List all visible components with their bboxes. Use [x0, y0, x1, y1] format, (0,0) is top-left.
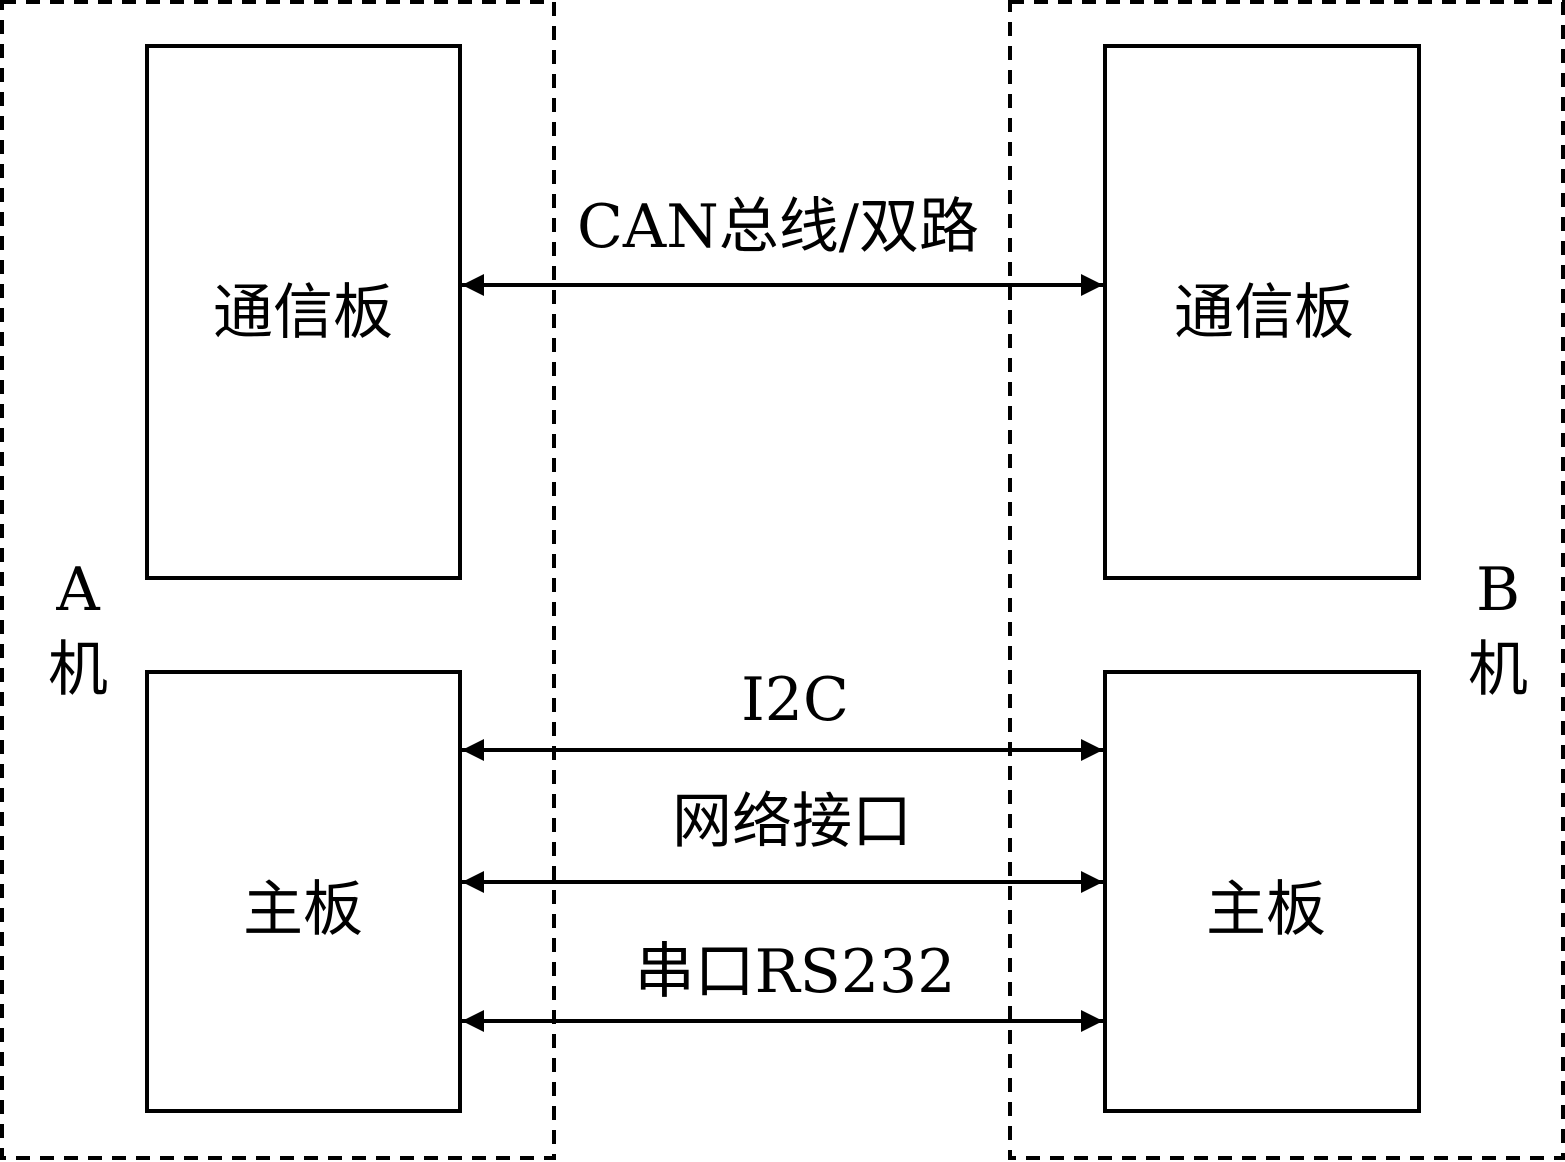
machine-b-comm-board-label: 通信板	[1174, 278, 1354, 348]
machine-b-main-board-label: 主板	[1206, 875, 1326, 945]
serial-label: 串口RS232	[635, 937, 956, 1007]
machine-a-comm-board-label: 通信板	[213, 278, 393, 348]
machine-a-main-board	[145, 670, 462, 1113]
machine-b-suffix: 机	[1468, 635, 1528, 705]
machine-b-comm-board	[1103, 44, 1421, 580]
machine-a-suffix: 机	[48, 635, 108, 705]
machine-b-letter: B	[1476, 555, 1520, 625]
machine-a-letter: A	[55, 555, 100, 625]
network-label: 网络接口	[672, 787, 912, 857]
can-bus-label: CAN总线/双路	[577, 192, 979, 262]
i2c-label: I2C	[741, 665, 849, 735]
machine-b-boundary	[1008, 0, 1565, 1160]
machine-a-boundary	[0, 0, 556, 1160]
machine-a-main-board-label: 主板	[243, 875, 363, 945]
machine-b-main-board	[1103, 670, 1421, 1113]
machine-a-comm-board	[145, 44, 462, 580]
